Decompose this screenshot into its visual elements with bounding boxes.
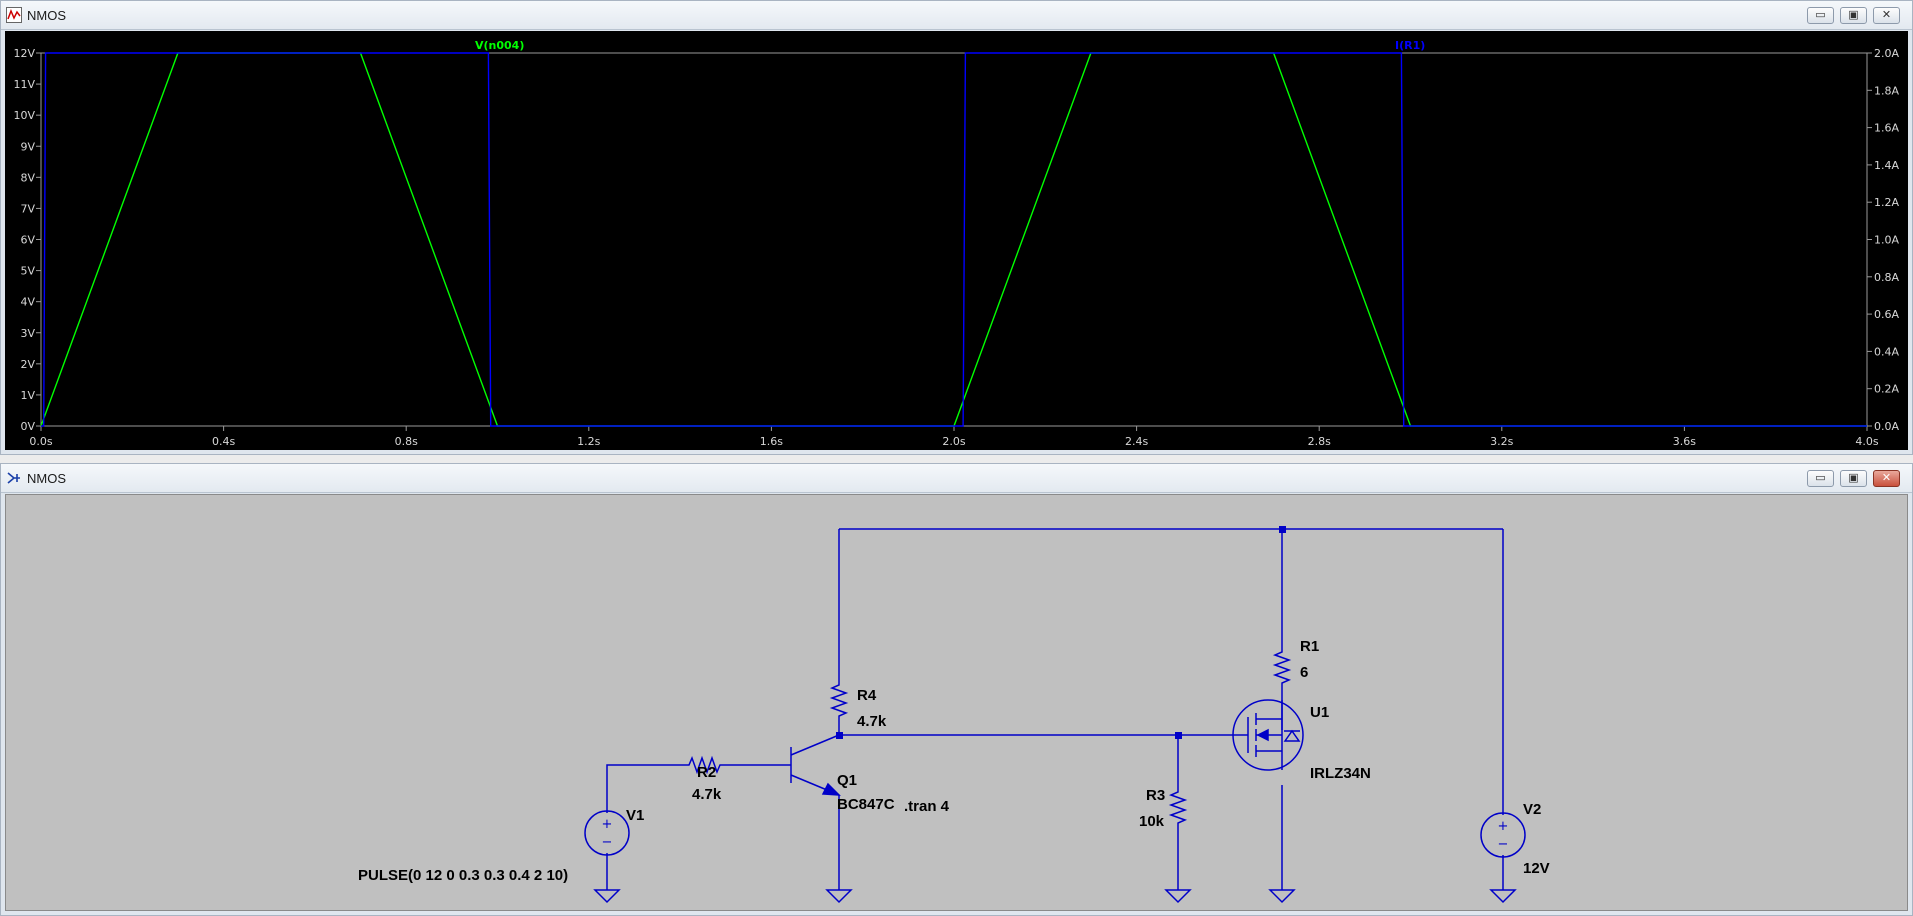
minimize-button[interactable]: ▭ — [1807, 7, 1834, 24]
y-left-tick-label: 1V — [20, 389, 35, 402]
wires[interactable] — [606, 528, 1504, 890]
trace-vn004 — [40, 52, 1867, 427]
y-right-tick-label: 1.8A — [1874, 84, 1899, 97]
y-left-tick-label: 2V — [20, 358, 35, 371]
plot-pane[interactable]: 0.0s 0.4s 0.8s 1.2s 1.6s 2.0s 2.4s 2.8s 3.2s 3.6s… — [5, 31, 1908, 450]
voltage-source-V2[interactable]: + − — [1480, 812, 1526, 858]
plot-window-titlebar[interactable]: NMOS ▭ ▣ ✕ — [1, 1, 1912, 30]
svg-text:+: + — [1498, 819, 1509, 834]
label-V2-ref[interactable]: V2 — [1523, 801, 1541, 818]
x-tick-label: 0.0s — [29, 435, 52, 448]
x-tick-label: 4.0s — [1855, 435, 1878, 448]
y-right-tick-label: 1.4A — [1874, 159, 1899, 172]
ground-symbol[interactable] — [1164, 889, 1192, 904]
plot-window-title: NMOS — [27, 8, 66, 23]
label-R3-value[interactable]: 10k — [1139, 813, 1165, 830]
label-R4-ref[interactable]: R4 — [857, 687, 877, 704]
waveform-icon — [6, 7, 22, 23]
spice-directive[interactable]: .tran 4 — [904, 798, 950, 815]
x-tick-label: 3.2s — [1490, 435, 1513, 448]
label-Q1-ref[interactable]: Q1 — [837, 772, 857, 789]
y-left-tick-label: 5V — [20, 265, 35, 278]
voltage-source-V1[interactable]: + − — [584, 810, 630, 856]
y-right-tick-label: 0.6A — [1874, 308, 1899, 321]
svg-text:−: − — [602, 835, 613, 850]
resistor-R2[interactable] — [682, 755, 731, 775]
x-tick-label: 2.4s — [1125, 435, 1148, 448]
schematic-icon — [7, 472, 20, 484]
transistor-Q1[interactable] — [790, 734, 841, 796]
ground-symbol[interactable] — [825, 889, 853, 904]
x-tick-label: 1.2s — [577, 435, 600, 448]
close-button[interactable]: ✕ — [1873, 7, 1900, 24]
x-tick-label: 2.0s — [942, 435, 965, 448]
minimize-button[interactable]: ▭ — [1807, 470, 1834, 487]
plot-window[interactable]: NMOS ▭ ▣ ✕ 0.0s 0.4s 0.8s 1.2s 1.6s 2.0s 2.4s 2… — [0, 0, 1913, 455]
junction-dot — [836, 732, 843, 739]
y-left-tick-label: 3V — [20, 327, 35, 340]
x-tick-label: 2.8s — [1308, 435, 1331, 448]
label-R4-value[interactable]: 4.7k — [857, 713, 887, 730]
junction-dot — [1175, 732, 1182, 739]
svg-text:−: − — [1498, 837, 1509, 852]
schematic-window-titlebar[interactable]: NMOS ▭ ▣ ✕ — [1, 464, 1912, 493]
schematic-canvas[interactable]: + − + − R4 4.7k R1 6 U1 IRLZ34N R3 10k R… — [5, 494, 1908, 911]
trace-ir1 — [41, 52, 1867, 427]
y-right-tick-label: 0.4A — [1874, 345, 1899, 358]
x-tick-label: 0.4s — [212, 435, 235, 448]
y-left-tick-label: 11V — [13, 78, 35, 91]
wire[interactable] — [606, 764, 682, 813]
y-left-tick-label: 0V — [20, 420, 35, 433]
label-V1-value[interactable]: PULSE(0 12 0 0.3 0.3 0.4 2 10) — [358, 867, 568, 884]
close-button[interactable]: ✕ — [1873, 470, 1900, 487]
y-left-tick-label: 8V — [20, 171, 35, 184]
trace-label: V(n004) — [475, 39, 524, 52]
plot-frame — [40, 52, 1868, 427]
y-right-tick-label: 1.6A — [1874, 122, 1899, 135]
resistor-R3[interactable] — [1168, 785, 1188, 835]
label-V1-ref[interactable]: V1 — [626, 807, 644, 824]
y-right-tick-label: 1.2A — [1874, 196, 1899, 209]
schematic-window-title: NMOS — [27, 471, 66, 486]
waveform-plot[interactable]: 0.0s 0.4s 0.8s 1.2s 1.6s 2.0s 2.4s 2.8s 3.2s 3.6s… — [5, 31, 1908, 451]
y-left-tick-label: 4V — [20, 296, 35, 309]
ground-symbol[interactable] — [1489, 889, 1517, 904]
schematic-window[interactable]: NMOS ▭ ▣ ✕ — [0, 463, 1913, 916]
y-right-tick-label: 0.2A — [1874, 383, 1899, 396]
y-left-tick-label: 9V — [20, 140, 35, 153]
maximize-button[interactable]: ▣ — [1840, 7, 1867, 24]
label-U1-ref[interactable]: U1 — [1310, 704, 1329, 721]
ground-symbols[interactable] — [593, 889, 1517, 904]
junction-dot — [1279, 526, 1286, 533]
resistor-R4[interactable] — [829, 678, 849, 723]
y-right-tick-label: 0.0A — [1874, 420, 1899, 433]
label-R1-value[interactable]: 6 — [1300, 664, 1308, 681]
x-tick-label: 1.6s — [760, 435, 783, 448]
label-U1-value[interactable]: IRLZ34N — [1310, 765, 1371, 782]
y-left-tick-label: 7V — [20, 202, 35, 215]
ground-symbol[interactable] — [593, 889, 621, 904]
label-R2-value[interactable]: 4.7k — [692, 786, 722, 803]
trace-label: I(R1) — [1395, 39, 1425, 52]
schematic-drawing[interactable]: + − + − R4 4.7k R1 6 U1 IRLZ34N R3 10k R… — [6, 495, 1909, 912]
y-right-tick-label: 0.8A — [1874, 271, 1899, 284]
ground-symbol[interactable] — [1268, 889, 1296, 904]
x-tick-label: 0.8s — [395, 435, 418, 448]
label-R1-ref[interactable]: R1 — [1300, 638, 1319, 655]
y-right-tick-label: 2.0A — [1874, 47, 1899, 60]
junctions — [836, 526, 1286, 739]
y-right-tick-label: 1.0A — [1874, 234, 1899, 247]
svg-text:+: + — [602, 817, 613, 832]
label-Q1-value[interactable]: BC847C — [837, 796, 895, 813]
y-left-tick-label: 6V — [20, 234, 35, 247]
mosfet-U1[interactable] — [1232, 699, 1304, 771]
label-R3-ref[interactable]: R3 — [1146, 787, 1165, 804]
label-R2-ref[interactable]: R2 — [697, 764, 716, 781]
y-left-tick-label: 12V — [13, 47, 35, 60]
x-tick-label: 3.6s — [1673, 435, 1696, 448]
maximize-button[interactable]: ▣ — [1840, 470, 1867, 487]
label-V2-value[interactable]: 12V — [1523, 860, 1550, 877]
resistor-R1[interactable] — [1272, 645, 1292, 693]
y-left-tick-label: 10V — [13, 109, 35, 122]
